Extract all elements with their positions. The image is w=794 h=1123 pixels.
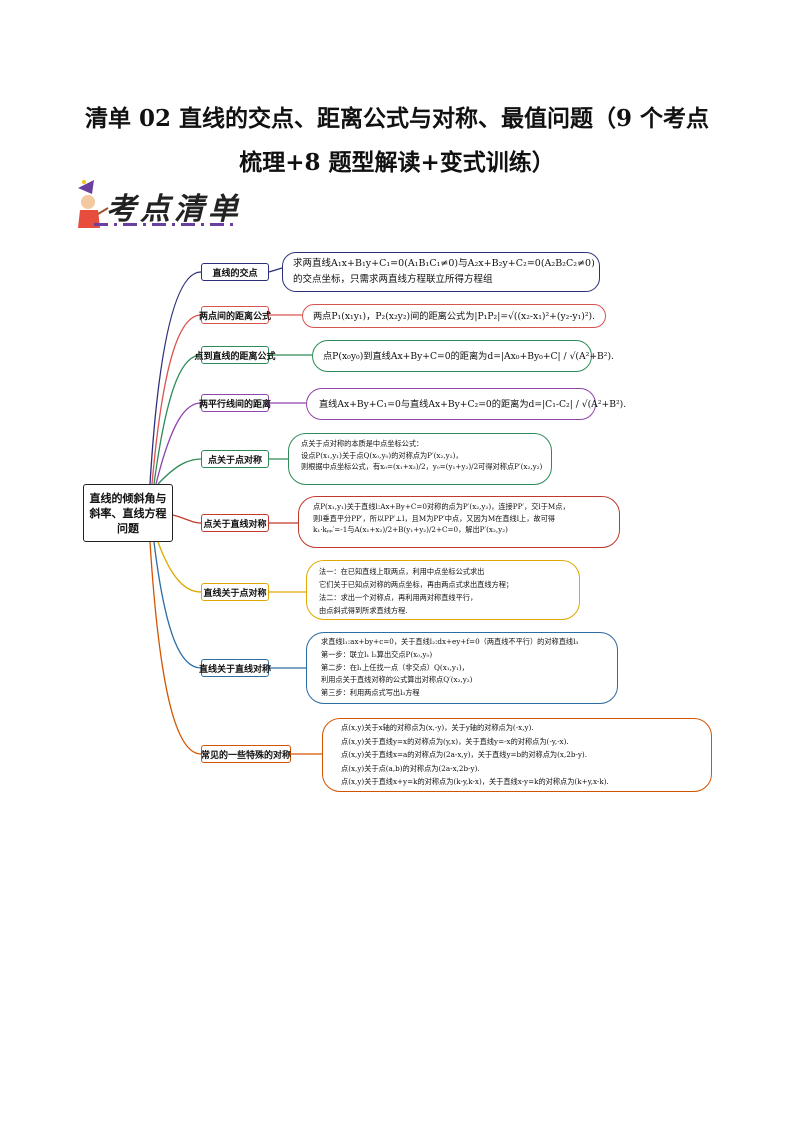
connector-8 xyxy=(153,541,202,669)
page-title: 清单 02 直线的交点、距离公式与对称、最值问题（9 个考点 xyxy=(84,105,710,132)
detail-line: 由点斜式得到所求直线方程. xyxy=(319,606,408,615)
connector-2 xyxy=(151,314,202,485)
branch-point-line-distance: 点到直线的距离公式 xyxy=(195,346,276,364)
detail-line: 利用点关于直线对称的公式算出对称点Q′(x₂,y₂) xyxy=(321,675,473,685)
detail-line: 它们关于已知点对称的两点坐标，再由两点式求出直线方程； xyxy=(319,580,514,589)
detail-parallel-distance: 直线Ax+By+C₁=0与直线Ax+By+C₂=0的距离为d=|C₁-C₂| /… xyxy=(306,388,627,420)
detail-line-line-symmetry: 求直线l₁:ax+by+c=0，关于直线l₂:dx+ey+f=0（两直线不平行）… xyxy=(306,632,618,704)
connector-3 xyxy=(153,354,202,485)
banner-label: 考点清单 xyxy=(106,192,242,227)
connector-7 xyxy=(157,541,202,593)
detail-intersection: 求两直线A₁x+B₁y+C₁=0(A₁B₁C₁≠0)与A₂x+B₂y+C₂=0(… xyxy=(282,252,600,292)
detail-line: 求直线l₁:ax+by+c=0，关于直线l₂:dx+ey+f=0（两直线不平行）… xyxy=(321,637,579,646)
detail-line: 点(x,y)关于直线x=a的对称点为(2a-x,y)，关于直线y=b的对称点为(… xyxy=(341,750,587,759)
detail-line: 则l垂直平分PP′，所以PP′⊥l，且M为PP′中点，又因为M在直线l上，故可得 xyxy=(313,513,555,523)
branch-intersection: 直线的交点 xyxy=(201,263,269,281)
detail-line: 法一：在已知直线上取两点，利用中点坐标公式求出 xyxy=(319,567,485,576)
branch-special-symmetry: 常见的一些特殊的对称 xyxy=(201,745,291,763)
connector-9 xyxy=(149,541,202,755)
detail-line: k₁·kₚₚ′=-1与A(x₁+x₂)/2+B(y₁+y₂)/2+C=0，解出P… xyxy=(313,525,508,534)
detail-line: 两点P₁(x₁y₁)，P₂(x₂y₂)间的距离公式为|P₁P₂|=√((x₂-x… xyxy=(313,311,596,322)
detail-line: 点关于点对称的本质是中点坐标公式： xyxy=(301,439,424,448)
detail-line: 的交点坐标，只需求两直线方程联立所得方程组 xyxy=(293,274,493,285)
connector-4 xyxy=(155,402,202,485)
detail-line: 则根据中点坐标公式，有x₀=(x₁+x₂)/2，y₀=(y₁+y₂)/2可得对称… xyxy=(301,462,543,471)
detail-line: 设点P(x₁,y₁)关于点Q(x₀,y₀)的对称点为P′(x₂,y₂)， xyxy=(301,450,463,460)
detail-special-symmetry: 点(x,y)关于x轴的对称点为(x,-y)，关于y轴的对称点为(-x,y). 点… xyxy=(322,718,712,792)
section-banner: 考点清单 xyxy=(72,178,252,234)
detail-line-point-symmetry: 法一：在已知直线上取两点，利用中点坐标公式求出 它们关于已知点对称的两点坐标，再… xyxy=(306,560,580,620)
detail-line: 点(x,y)关于x轴的对称点为(x,-y)，关于y轴的对称点为(-x,y). xyxy=(341,723,534,732)
branch-line-line-symmetry: 直线关于直线对称 xyxy=(199,659,271,677)
detail-point-line-distance: 点P(x₀y₀)到直线Ax+By+C=0的距离为d=|Ax₀+By₀+C| / … xyxy=(312,340,614,372)
detail-line: 第一步：联立l₁ l₂算出交点P(x₀,y₀) xyxy=(321,649,433,659)
banner-underline xyxy=(94,223,234,226)
detail-line: 求两直线A₁x+B₁y+C₁=0(A₁B₁C₁≠0)与A₂x+B₂y+C₂=0(… xyxy=(293,258,595,269)
detail-line: 第三步：利用两点式写出l₃方程 xyxy=(321,688,420,698)
detail-line: 点(x,y)关于直线y=x的对称点为(y,x)，关于直线y=-x的对称点为(-y… xyxy=(341,736,569,746)
detail-point-point-symmetry: 点关于点对称的本质是中点坐标公式： 设点P(x₁,y₁)关于点Q(x₀,y₀)的… xyxy=(288,433,552,485)
detail-line: 点P(x₀y₀)到直线Ax+By+C=0的距离为d=|Ax₀+By₀+C| / … xyxy=(323,351,614,362)
detail-line: 直线Ax+By+C₁=0与直线Ax+By+C₂=0的距离为d=|C₁-C₂| /… xyxy=(319,399,627,410)
branch-line-point-symmetry: 直线关于点对称 xyxy=(201,583,269,601)
detail-line: 点P(x₁,y₁)关于直线l:Ax+By+C=0对称的点为P′(x₂,y₂)，连… xyxy=(313,502,570,511)
page-title-line2: 梳理+8 题型解读+变式训练） xyxy=(239,149,555,176)
connector-6 xyxy=(172,514,202,524)
detail-two-point-distance: 两点P₁(x₁y₁)，P₂(x₂y₂)间的距离公式为|P₁P₂|=√((x₂-x… xyxy=(302,304,606,328)
detail-line: 点(x,y)关于直线x+y=k的对称点为(k-y,k-x)，关于直线x-y=k的… xyxy=(341,777,609,786)
detail-line: 第二步：在l₁上任找一点（非交点）Q(x₁,y₁)， xyxy=(321,662,469,672)
detail-line: 点(x,y)关于点(a,b)的对称点为(2a-x,2b-y). xyxy=(341,763,480,773)
connector-1 xyxy=(149,271,202,485)
mindmap-root: 直线的倾斜角与斜率、直线方程问题 xyxy=(83,484,173,542)
detail-point-line-symmetry: 点P(x₁,y₁)关于直线l:Ax+By+C=0对称的点为P′(x₂,y₂)，连… xyxy=(298,496,620,548)
branch-two-point-distance: 两点间的距离公式 xyxy=(199,306,271,324)
branch-point-point-symmetry: 点关于点对称 xyxy=(201,450,269,468)
branch-point-line-symmetry: 点关于直线对称 xyxy=(201,514,269,532)
connector-5 xyxy=(157,458,202,485)
detail-line: 法二：求出一个对称点，再利用两对称直线平行， xyxy=(319,593,478,602)
branch-parallel-distance: 两平行线间的距离 xyxy=(199,394,271,412)
